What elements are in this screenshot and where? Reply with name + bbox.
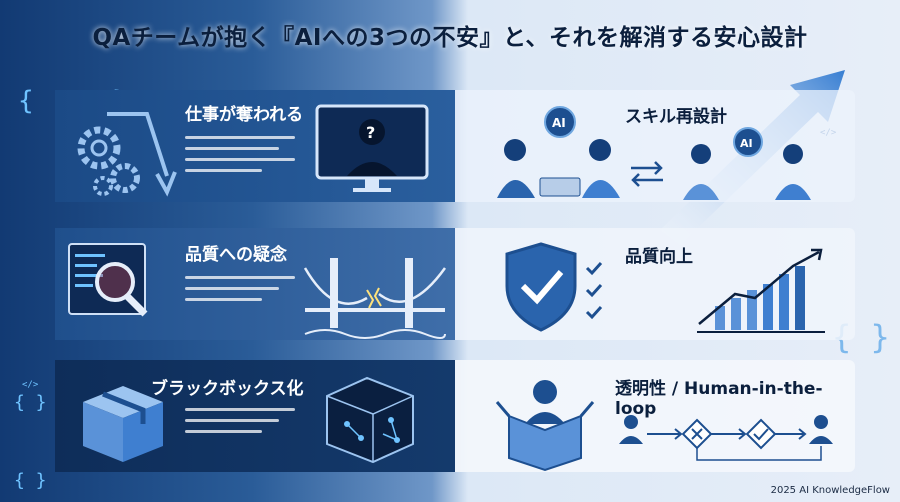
concern-title-3: ブラックボックス化 [151,379,304,399]
text-lines [185,136,295,180]
exchange-arrows-icon [631,161,663,187]
solution-title-3: 透明性 / Human-in-the-loop [615,379,823,419]
solution-panel-3: 透明性 / Human-in-the-loop [455,360,855,472]
rising-chart-icon [697,248,825,333]
solution-title-1: スキル再設計 [625,107,727,127]
open-box-person-icon [495,380,595,472]
footer-credit: 2025 AI KnowledgeFlow [770,485,890,496]
shield-check-icon [505,242,603,332]
solution-panel-2: 品質向上 [455,228,855,340]
ai-badge-text: AI [552,116,566,130]
text-lines-3 [185,408,295,441]
gears-icon [77,112,177,197]
code-brace-decoration-small-2: { } [14,470,47,491]
row-black-box: ブラックボックス化 透明性 / Human-in-the-loop [55,360,855,472]
code-tag-decoration: </> [22,380,39,390]
code-brace-decoration-small: { } [14,392,47,413]
ai-badge-text-2: AI [740,137,753,150]
collaboration-ai-icon: AI [683,127,811,200]
row-quality-doubt: 品質への疑念 品質向上 [55,228,855,340]
network-cube-icon [326,376,414,464]
concern-title-1: 仕事が奪われる [185,105,304,125]
human-in-loop-flow-icon [619,415,833,461]
concern-title-2: 品質への疑念 [185,245,287,265]
question-mark-glyph: ? [366,123,375,142]
solution-panel-1: AI スキル再設計 AI [455,90,855,202]
person-question-monitor-icon: ? [315,104,429,192]
text-lines-2 [185,276,295,309]
people-with-ai-icon: AI [497,106,620,198]
row-job-loss: 仕事が奪われる ? AI スキル再設計 [55,90,855,202]
broken-bridge-icon [303,258,447,339]
concern-panel-3: ブラックボックス化 [55,360,455,472]
concern-panel-2: 品質への疑念 [55,228,455,340]
concern-panel-1: 仕事が奪われる ? [55,90,455,202]
solution-title-2: 品質向上 [625,247,693,267]
closed-box-icon [83,386,163,462]
code-magnifier-icon [68,243,148,317]
page-title: QAチームが抱く『AIへの3つの不安』と、それを解消する安心設計 [92,25,808,51]
